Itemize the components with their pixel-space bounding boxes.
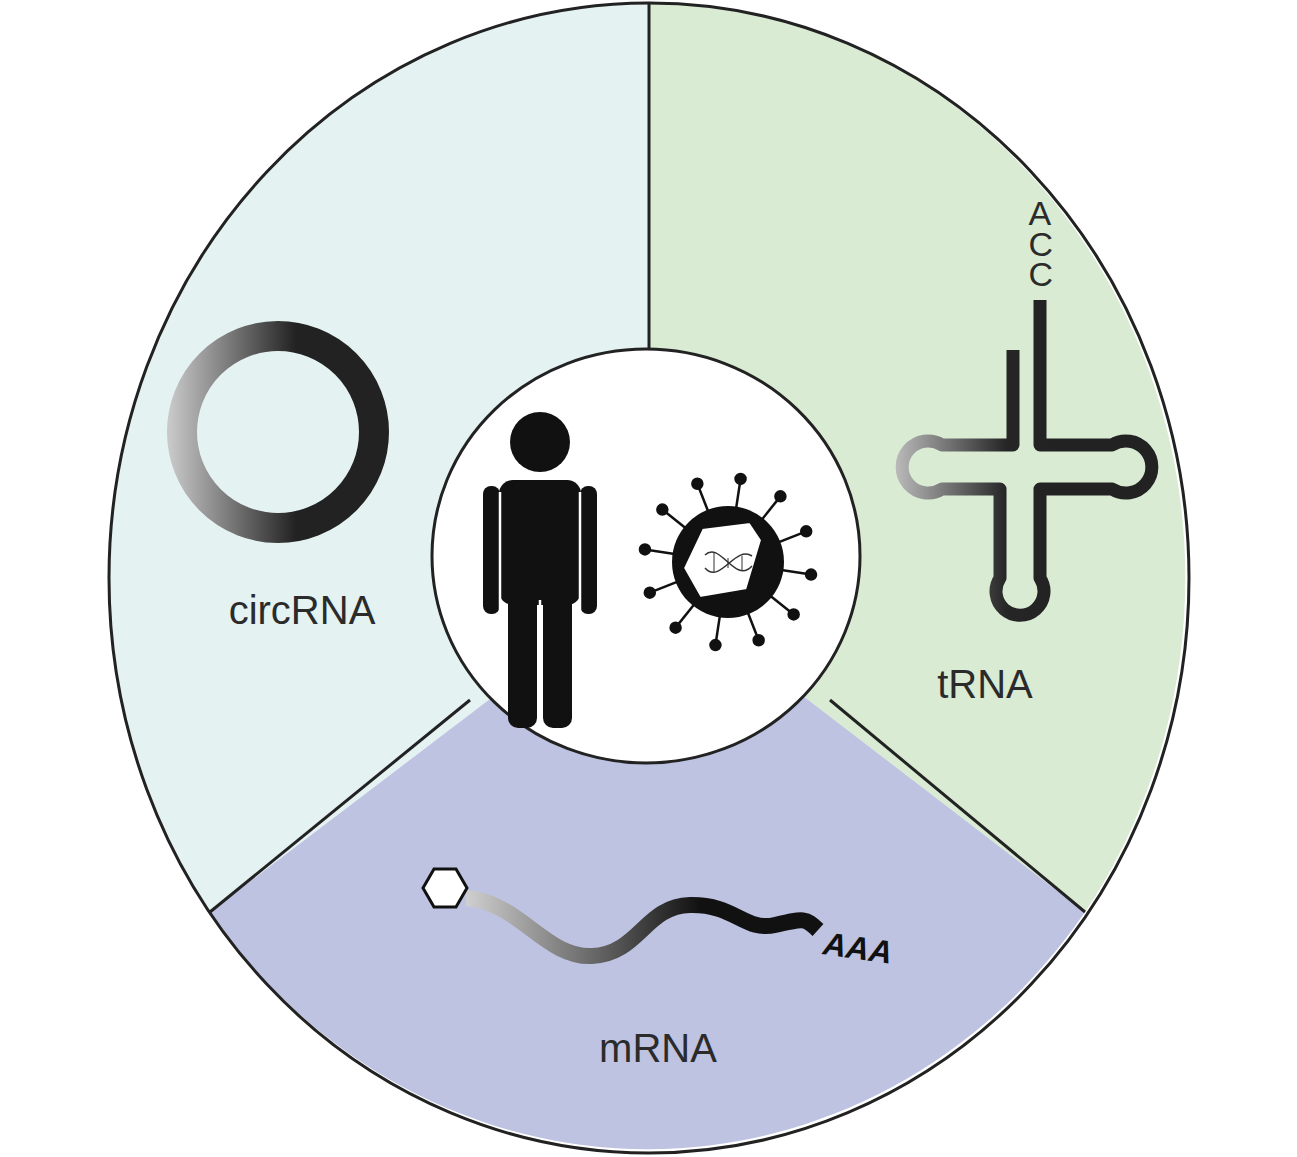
mrna-cap [423,869,467,907]
mrna-label: mRNA [599,1026,717,1070]
mrna-strand [466,898,818,956]
person-icon [483,412,597,728]
circrna-ring [182,336,374,528]
rna-sector: circRNA [229,588,376,632]
divider [648,2,651,360]
divider [210,700,470,912]
trna-cloverleaf [902,300,1152,615]
rna-sector: mRNA [599,1026,717,1070]
acceptor-end-letters: ACC [1029,198,1048,290]
outer-circle [109,3,1189,1153]
circrna-label: circRNA [229,588,376,632]
rna-sector: tRNA [937,662,1033,706]
inner-circle [432,349,860,763]
trna-label: tRNA [937,662,1033,706]
divider [830,700,1085,912]
virus-icon [640,474,816,650]
